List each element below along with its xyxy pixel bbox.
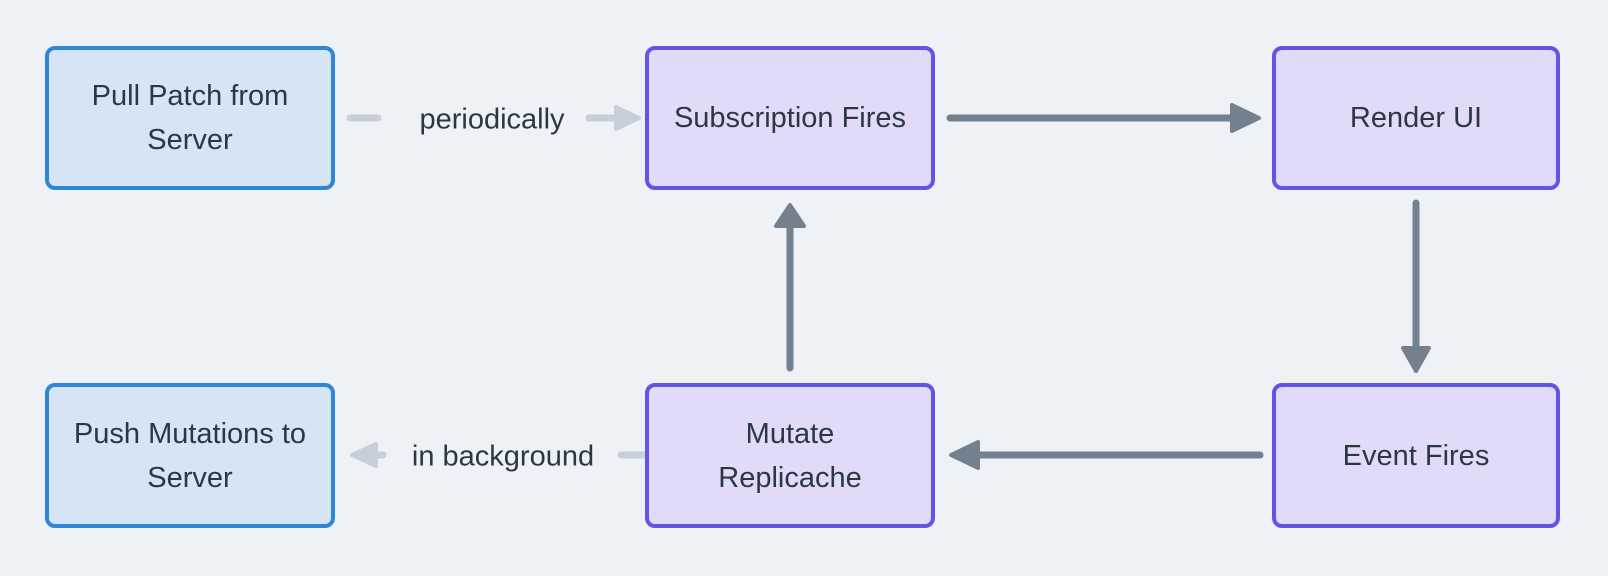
node-label: Subscription Fires (673, 102, 907, 134)
node-subscription-fires: Subscription Fires (645, 46, 935, 190)
node-mutate-replicache: Mutate Replicache (645, 383, 935, 528)
edge-label-in-background: in background (411, 440, 595, 473)
edge-event-to-mutate (949, 440, 1264, 470)
edge-mutate-to-subscription (774, 203, 806, 372)
node-label: Event Fires (1342, 439, 1490, 472)
edge-pull-to-subscription (346, 105, 641, 131)
arrow-right-icon (614, 105, 641, 131)
edge-render-to-event (1401, 199, 1431, 373)
edge-mutate-to-push (350, 442, 650, 468)
arrow-right-icon (1230, 103, 1261, 133)
node-event-fires: Event Fires (1272, 383, 1560, 528)
node-label: Mutate Replicache (718, 417, 862, 494)
node-label: Pull Patch from Server (91, 80, 289, 156)
edge-label-periodically: periodically (419, 103, 565, 136)
node-pull-patch-from-server: Pull Patch from Server (45, 46, 335, 190)
arrow-left-icon (350, 442, 378, 468)
arrow-down-icon (1401, 346, 1431, 373)
node-render-ui: Render UI (1272, 46, 1560, 190)
arrow-up-icon (774, 203, 806, 228)
node-push-mutations-to-server: Push Mutations to Server (45, 383, 335, 528)
node-label: Push Mutations to Server (73, 417, 307, 494)
arrow-left-icon (949, 440, 980, 470)
edge-subscription-to-render (946, 103, 1261, 133)
node-label: Render UI (1349, 102, 1483, 134)
